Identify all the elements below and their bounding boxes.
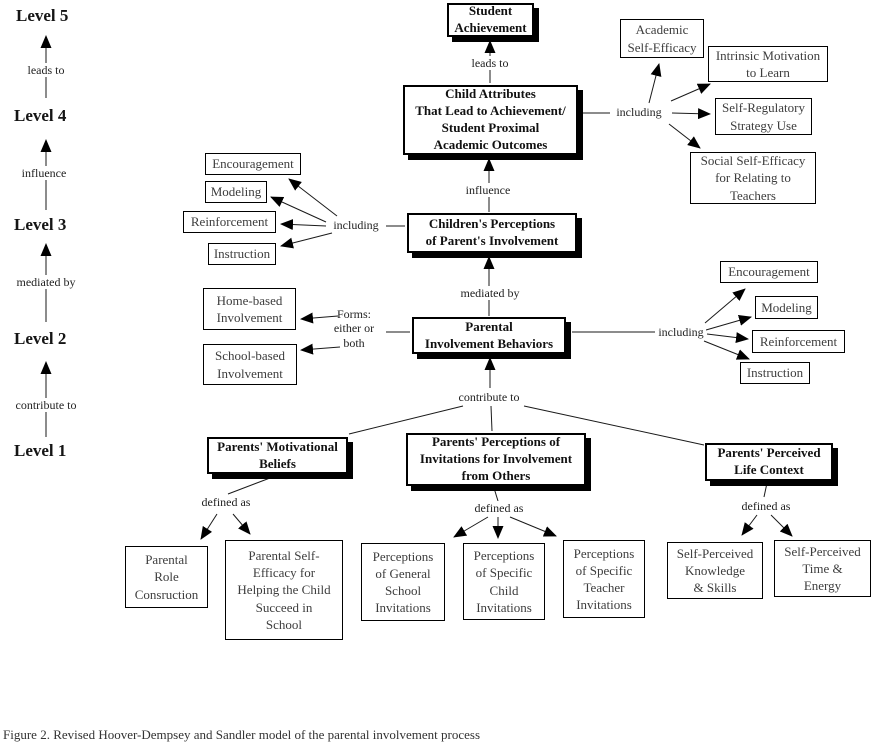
edge-label-including-behaviors: including [656,325,706,340]
level-label-4: Level 4 [14,106,67,125]
edge-label-including-outcomes: including [611,105,667,120]
node-student-achievement: Student Achievement [447,3,534,37]
node-perceptions-teacher: Perceptions of Specific Teacher Invitati… [563,540,645,618]
edge-label-contribute-to: contribute to [450,390,528,405]
node-parental-self-efficacy: Parental Self- Efficacy for Helping the … [225,540,343,640]
including-perceptions-arrows [270,178,405,249]
node-encouragement-parent: Encouragement [720,261,818,283]
edge-label-mediated-by: mediated by [454,286,526,301]
edge-label-defined-as-invitations: defined as [468,501,530,516]
node-parental-role: Parental Role Consruction [125,546,208,608]
defined-as-invitations-arrows [453,487,557,539]
node-encouragement-child: Encouragement [205,153,301,175]
node-childrens-perceptions: Children's Perceptions of Parent's Invol… [407,213,577,253]
node-academic-self-efficacy: Academic Self-Efficacy [620,19,704,58]
including-outcomes-arrows [579,63,711,149]
axis-label-influence: influence [20,166,68,181]
node-home-based: Home-based Involvement [203,288,296,330]
edge-label-influence: influence [464,183,512,198]
node-parents-life-context: Parents' Perceived Life Context [705,443,833,481]
node-instruction-parent: Instruction [740,362,810,384]
edge-label-leads-to: leads to [468,56,512,71]
node-instruction-child: Instruction [208,243,276,265]
level-label-2: Level 2 [14,329,67,348]
node-parental-behaviors: Parental Involvement Behaviors [412,317,566,354]
including-behaviors-arrows [572,288,752,360]
axis-label-mediated-by: mediated by [10,275,82,290]
node-reinforcement-parent: Reinforcement [752,330,845,353]
defined-as-context-arrows [741,482,793,537]
edge-label-including-perceptions: including [328,218,384,232]
level-label-5: Level 5 [16,6,69,25]
level-label-3: Level 3 [14,215,67,234]
forms-arrows [300,312,410,355]
node-self-regulatory: Self-Regulatory Strategy Use [715,98,812,135]
figure-caption: Figure 2. Revised Hoover-Dempsey and San… [3,727,481,742]
node-parents-motivational: Parents' Motivational Beliefs [207,437,348,474]
edge-label-defined-as-context: defined as [736,499,796,514]
axis-label-leads-to: leads to [24,63,68,78]
edge-label-defined-as-beliefs: defined as [195,495,257,510]
node-reinforcement-child: Reinforcement [183,211,276,233]
node-child-attributes: Child Attributes That Lead to Achievemen… [403,85,578,155]
axis-label-contribute-to: contribute to [8,398,84,413]
node-intrinsic-motivation: Intrinsic Motivation to Learn [708,46,828,82]
node-self-time: Self-Perceived Time & Energy [774,540,871,597]
node-self-knowledge: Self-Perceived Knowledge & Skills [667,542,763,599]
node-perceptions-general: Perceptions of General School Invitation… [361,543,445,621]
node-modeling-parent: Modeling [755,296,818,319]
node-school-based: School-based Involvement [203,344,297,385]
node-modeling-child: Modeling [205,181,267,203]
contribute-fan-lines [348,405,705,446]
edge-label-forms: Forms: either or both [333,307,375,350]
defined-as-beliefs-arrows [200,477,271,540]
level-label-1: Level 1 [14,441,67,460]
node-social-self-efficacy: Social Self-Efficacy for Relating to Tea… [690,152,816,204]
node-perceptions-child: Perceptions of Specific Child Invitation… [463,543,545,620]
node-parents-invitations: Parents' Perceptions of Invitations for … [406,433,586,486]
